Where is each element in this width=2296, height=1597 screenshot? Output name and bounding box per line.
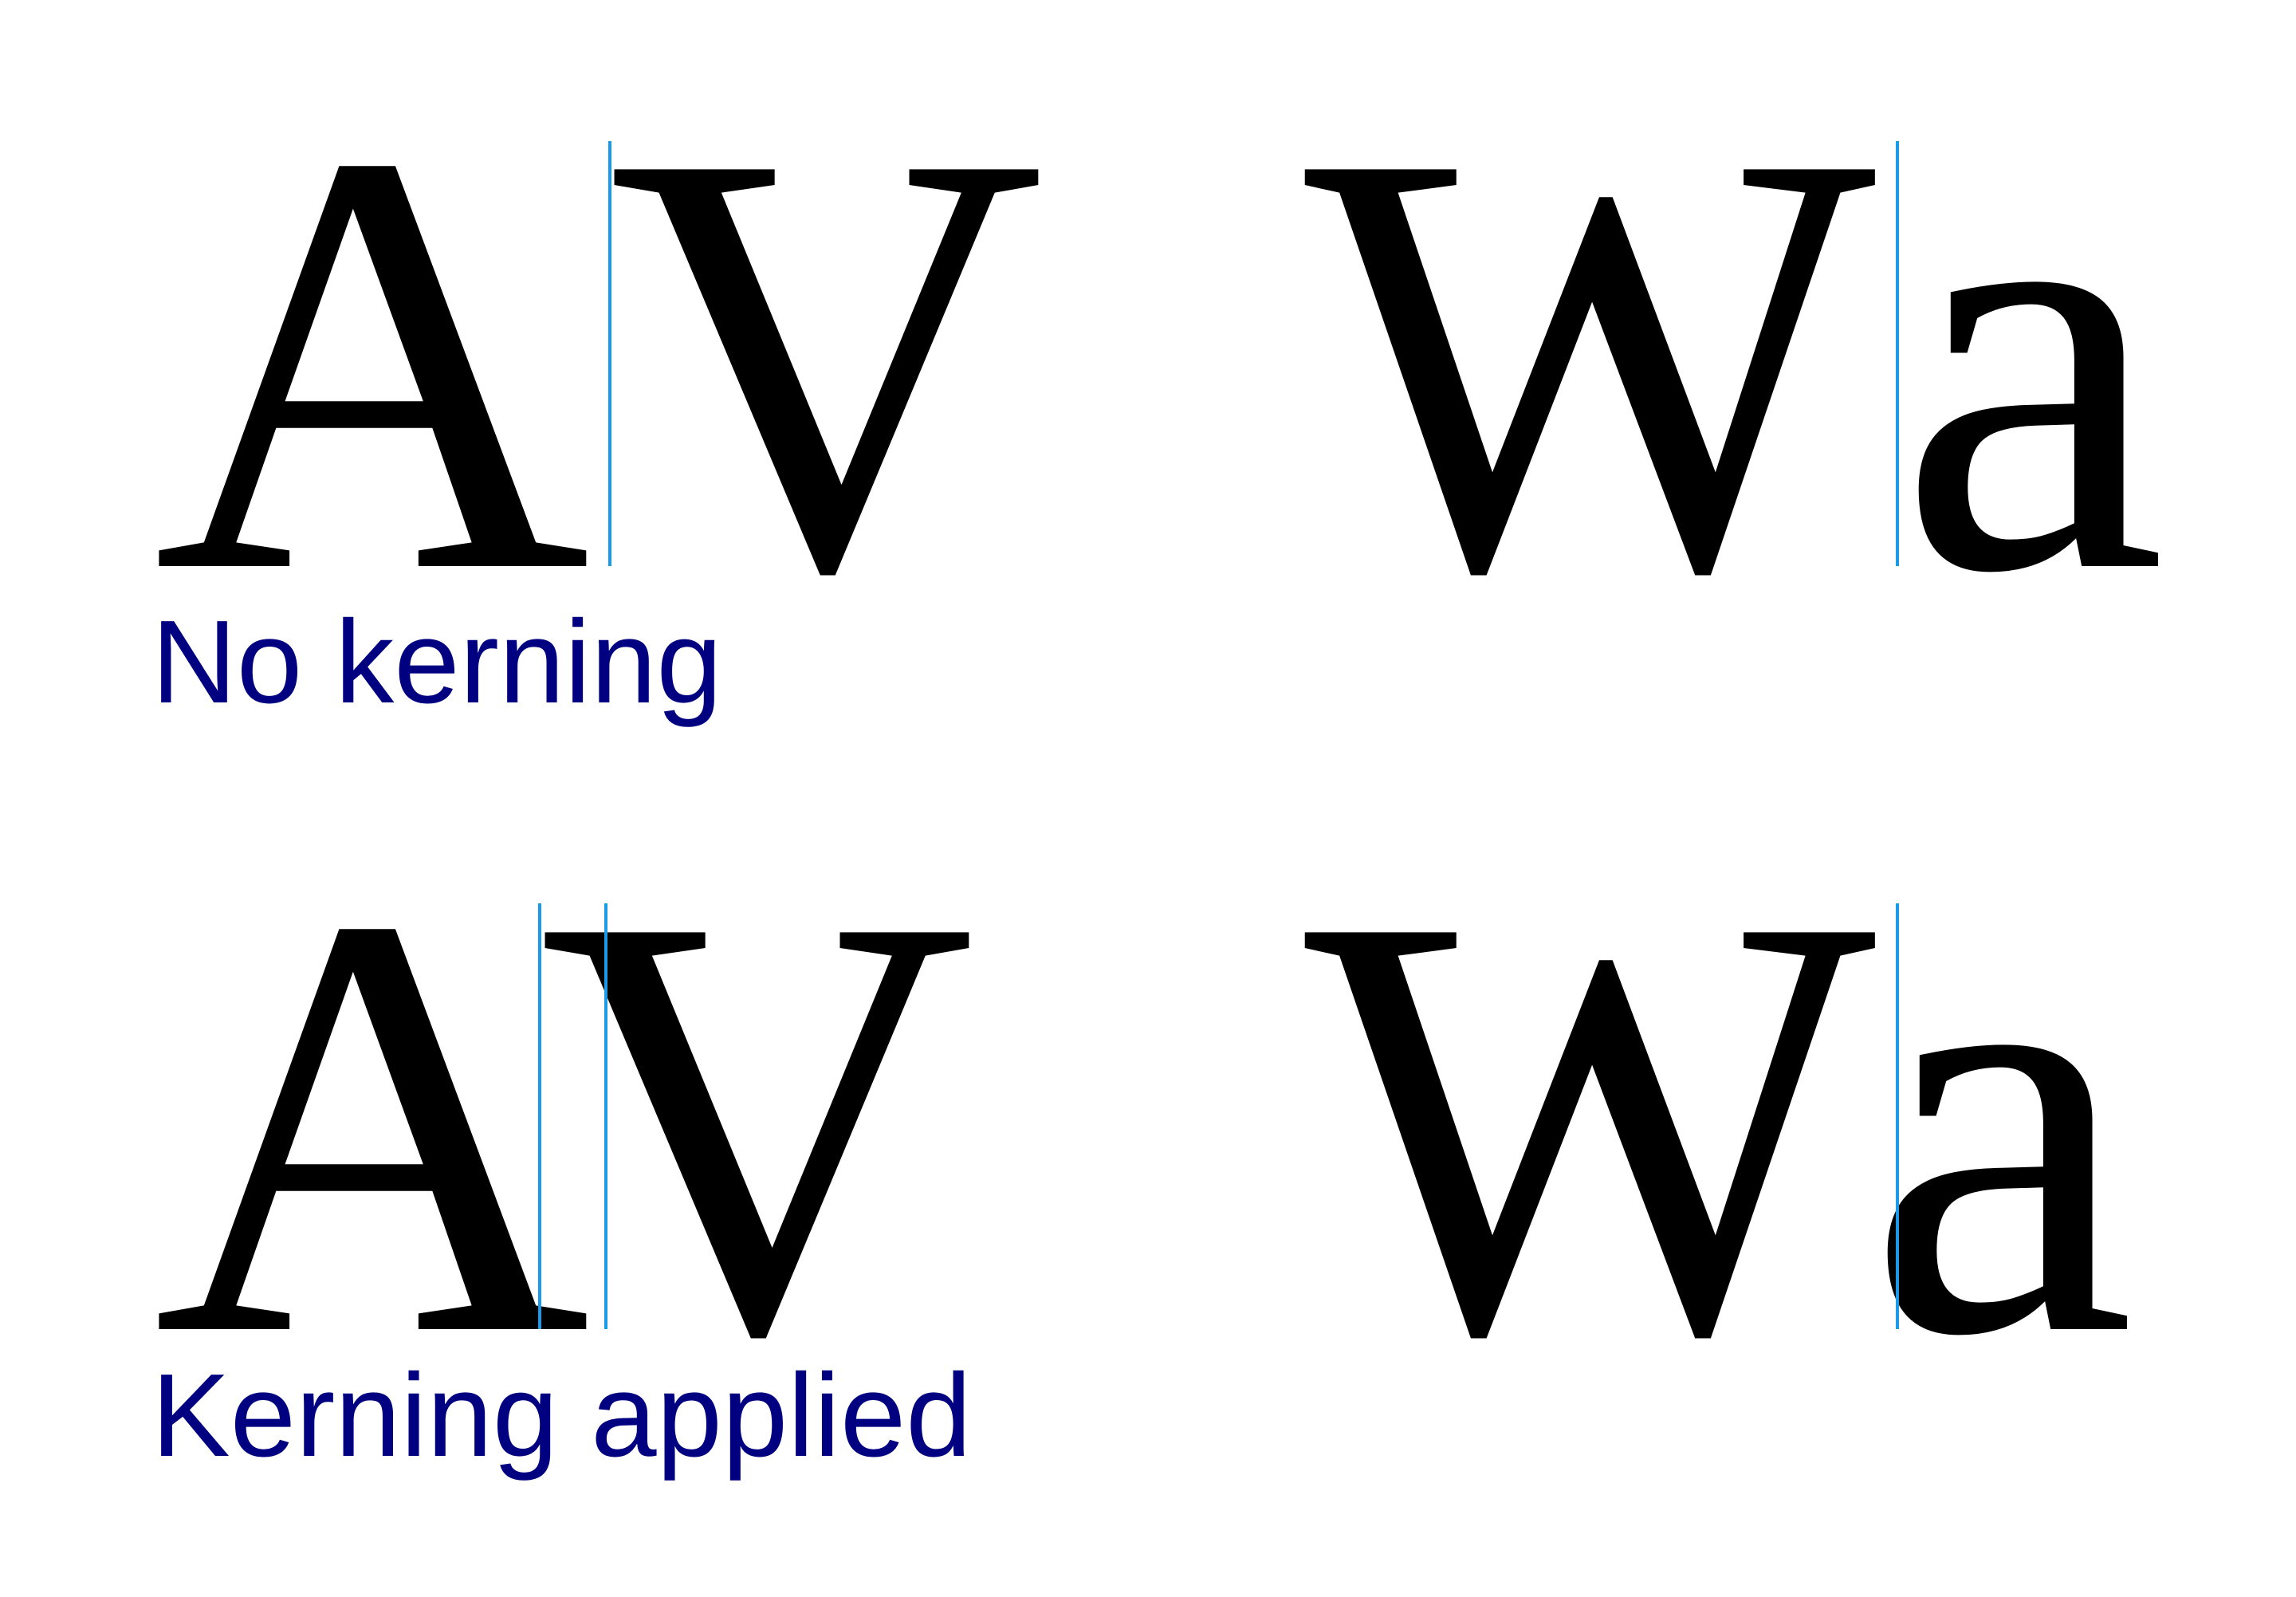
pair-av-kerned: A V bbox=[153, 790, 976, 1461]
row-no-kerning: A V W a No kerning bbox=[151, 27, 2166, 728]
glyph-a-lower: a bbox=[1866, 790, 2135, 1461]
glyph-v: V bbox=[538, 790, 976, 1461]
glyph-a-lower: a bbox=[1897, 27, 2166, 698]
glyph-a: A bbox=[153, 27, 591, 698]
pair-wa-unkerned: W a bbox=[1304, 27, 2166, 698]
glyph-w: W bbox=[1304, 27, 1881, 698]
row-kerning-applied: A V W a Kerning applied bbox=[151, 790, 2135, 1481]
glyph-w: W bbox=[1304, 790, 1881, 1461]
glyph-v: V bbox=[607, 27, 1045, 698]
caption-no-kerning: No kerning bbox=[151, 596, 722, 728]
glyph-a: A bbox=[153, 790, 591, 1461]
caption-kerning-applied: Kerning applied bbox=[151, 1350, 972, 1481]
pair-wa-kerned: W a bbox=[1304, 790, 2135, 1461]
pair-av-unkerned: A V bbox=[153, 27, 1045, 698]
